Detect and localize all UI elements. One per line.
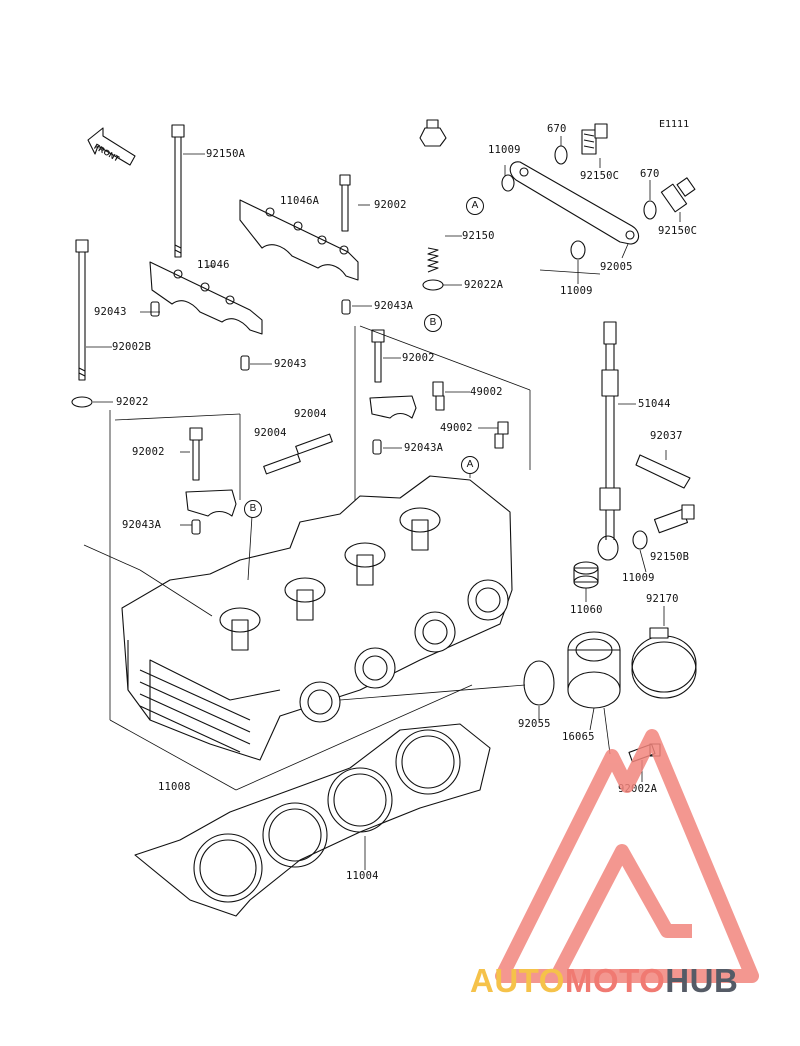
cam-cap-11046A: [239, 199, 359, 281]
leader-lines: [83, 136, 681, 870]
banjo-bolt-92150B: [653, 504, 695, 534]
label-11009-low: 11009: [622, 572, 655, 584]
bolt-92150A: [171, 124, 185, 258]
plug-49002-a: [432, 381, 445, 411]
washer-92022: [71, 396, 93, 408]
callout-b-head: B: [244, 500, 262, 518]
label-11008: 11008: [158, 781, 191, 793]
clamp-92037: [635, 454, 691, 489]
callout-b-top: B: [424, 314, 442, 332]
label-670-a: 670: [547, 123, 567, 135]
label-49002-a: 49002: [470, 386, 503, 398]
brand-hub: HUB: [665, 962, 739, 999]
label-92043A-left: 92043A: [122, 519, 162, 531]
dowel-92043-b: [240, 355, 250, 371]
dowel-92043A-top: [341, 299, 351, 315]
label-92150: 92150: [462, 230, 495, 242]
head-gasket-11004: [134, 723, 491, 917]
label-92004-a: 92004: [294, 408, 327, 420]
label-92150C-a: 92150C: [580, 170, 620, 182]
label-92022: 92022: [116, 396, 149, 408]
oring-11009-top: [501, 174, 515, 192]
diagram-code: E1111: [659, 119, 690, 130]
label-670-b: 670: [640, 168, 660, 180]
oring-11009-low: [632, 530, 648, 550]
label-92022A: 92022A: [464, 279, 504, 291]
brand-auto: AUTO: [470, 962, 565, 999]
spring-92150: [427, 247, 439, 273]
callout-a-head: A: [461, 456, 479, 474]
stud-92004-b: [263, 453, 301, 475]
oil-pipe-51044: [597, 321, 621, 561]
banjo-bolt-92150C-a: [581, 123, 608, 155]
label-49002-b: 49002: [440, 422, 473, 434]
label-92043A-top: 92043A: [374, 300, 414, 312]
label-16065: 16065: [562, 731, 595, 743]
label-92043-a: 92043: [94, 306, 127, 318]
bolt-92002B: [75, 239, 89, 381]
label-51044: 51044: [638, 398, 671, 410]
bolt-92002-left: [189, 427, 203, 481]
cam-cap-small: [369, 395, 417, 419]
label-92004-b: 92004: [254, 427, 287, 439]
label-11046A: 11046A: [280, 195, 320, 207]
banjo-bolt-92150C-b: [660, 177, 696, 213]
clamp-92170: [631, 627, 697, 699]
bracket-92005: [509, 161, 640, 245]
cam-cap-left: [185, 489, 237, 517]
label-92043A-mid: 92043A: [404, 442, 444, 454]
label-11046: 11046: [197, 259, 230, 271]
oring-670-a: [554, 145, 568, 165]
brand-moto: MOTO: [564, 962, 666, 999]
callout-a-top: A: [466, 197, 484, 215]
oring-670-b: [643, 200, 657, 220]
oring-11009-mid: [570, 240, 586, 260]
plug-49002-b: [494, 421, 509, 449]
label-92002-top: 92002: [374, 199, 407, 211]
automotohub-logo-icon: [495, 729, 759, 983]
nut-top: [419, 119, 447, 147]
dowel-92043A-left: [191, 519, 201, 535]
label-92043-b: 92043: [274, 358, 307, 370]
label-92005: 92005: [600, 261, 633, 273]
sleeve-11060: [573, 561, 599, 589]
label-92002-left: 92002: [132, 446, 165, 458]
label-92002B: 92002B: [112, 341, 152, 353]
label-92150C-b: 92150C: [658, 225, 698, 237]
bolt-92002-top: [339, 174, 351, 232]
label-11004: 11004: [346, 870, 379, 882]
brand-wordmark: AUTOMOTOHUB: [470, 962, 738, 1000]
oring-92055: [523, 660, 555, 706]
label-92150A: 92150A: [206, 148, 246, 160]
label-92170: 92170: [646, 593, 679, 605]
washer-92022A: [422, 279, 444, 291]
bolt-92002-mid: [371, 329, 385, 383]
label-92002-mid: 92002: [402, 352, 435, 364]
dowel-92043A-mid: [372, 439, 382, 455]
label-92037: 92037: [650, 430, 683, 442]
dowel-92043-a: [150, 301, 160, 317]
cam-cap-11046: [149, 261, 263, 335]
label-92150B: 92150B: [650, 551, 690, 563]
cylinder-head-11008: [121, 475, 513, 761]
label-92055: 92055: [518, 718, 551, 730]
label-11009-top: 11009: [488, 144, 521, 156]
holder-16065: [567, 631, 621, 709]
stud-92004-a: [295, 433, 333, 455]
front-arrow-icon: [87, 127, 136, 166]
label-11060: 11060: [570, 604, 603, 616]
label-11009-mid: 11009: [560, 285, 593, 297]
